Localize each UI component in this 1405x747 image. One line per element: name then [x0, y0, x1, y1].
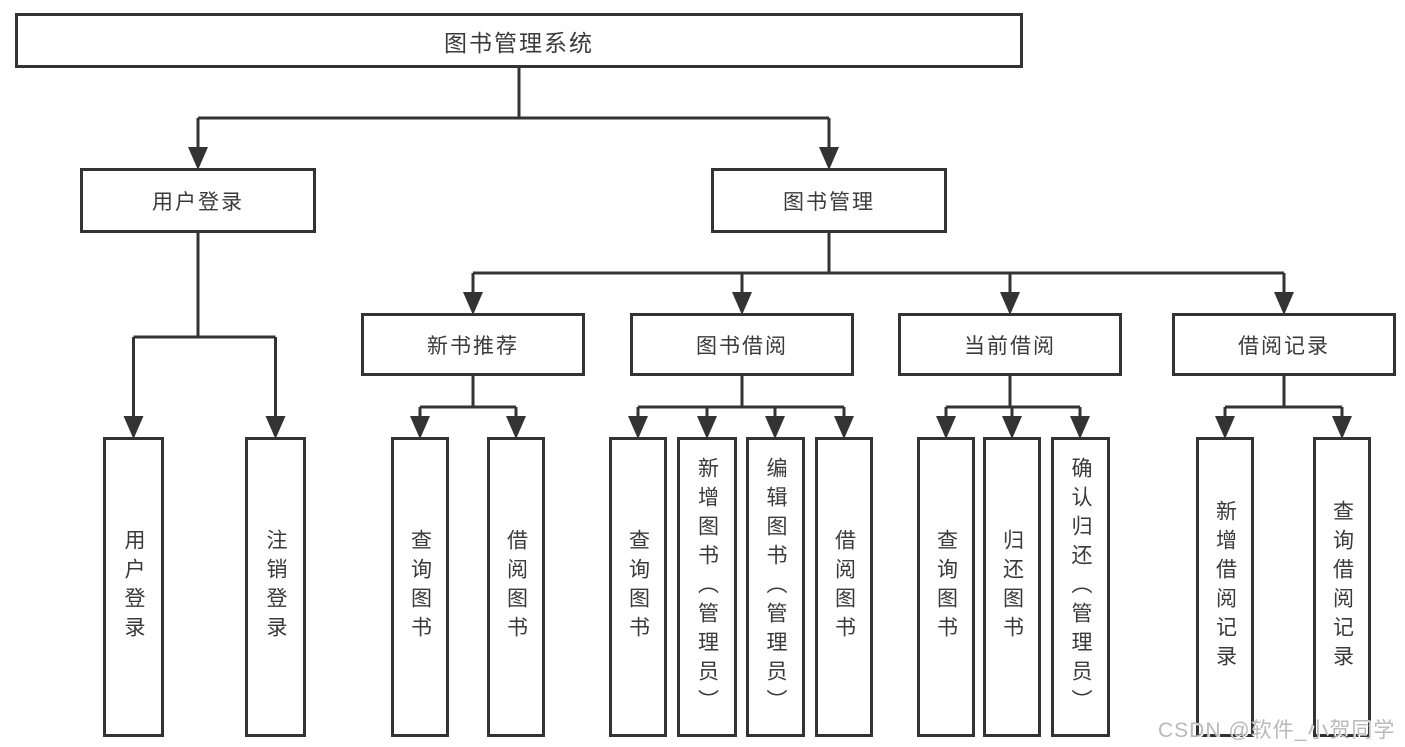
leaf-query-books-3: 查询图书	[917, 437, 975, 737]
leaf-query-borrow-record: 查询借阅记录	[1313, 437, 1371, 737]
node-book-management: 图书管理	[711, 168, 947, 233]
leaf-add-borrow-record-label: 新增借阅记录	[1213, 500, 1237, 674]
leaf-edit-books-admin-label: 编辑图书（管理员）	[764, 456, 787, 718]
leaf-logout: 注销登录	[245, 437, 306, 737]
leaf-query-books-2: 查询图书	[609, 437, 667, 737]
arrowheads	[123, 147, 1352, 439]
node-user-login: 用户登录	[80, 168, 316, 233]
leaf-borrow-books-1-label: 借阅图书	[504, 529, 528, 645]
csdn-watermark: CSDN @软件_小贺同学	[1158, 719, 1396, 742]
leaf-confirm-return-admin-label: 确认归还（管理员）	[1069, 456, 1092, 718]
node-borrowing-records: 借阅记录	[1172, 313, 1396, 376]
node-new-book-recommend: 新书推荐	[361, 313, 585, 376]
leaf-query-books-3-label: 查询图书	[934, 529, 958, 645]
leaf-query-books-1-label: 查询图书	[408, 529, 432, 645]
leaf-query-books-2-label: 查询图书	[626, 529, 650, 645]
node-book-borrowing: 图书借阅	[630, 313, 854, 376]
leaf-add-books-admin-label: 新增图书（管理员）	[695, 456, 719, 718]
leaf-query-borrow-record-label: 查询借阅记录	[1330, 500, 1354, 674]
leaf-borrow-books-1: 借阅图书	[487, 437, 545, 737]
leaf-borrow-books-2-label: 借阅图书	[832, 529, 856, 645]
leaf-return-books-label: 归还图书	[1000, 529, 1024, 645]
node-library-management-system: 图书管理系统	[15, 13, 1023, 68]
leaf-query-books-1: 查询图书	[391, 437, 449, 737]
leaf-add-borrow-record: 新增借阅记录	[1196, 437, 1254, 737]
leaf-return-books: 归还图书	[983, 437, 1041, 737]
leaf-edit-books-admin: 编辑图书（管理员）	[746, 437, 805, 737]
leaf-add-books-admin: 新增图书（管理员）	[677, 437, 737, 737]
leaf-logout-label: 注销登录	[264, 529, 287, 645]
leaf-borrow-books-2: 借阅图书	[815, 437, 873, 737]
leaf-user-login: 用户登录	[103, 437, 164, 737]
leaf-user-login-label: 用户登录	[122, 529, 145, 645]
leaf-confirm-return-admin: 确认归还（管理员）	[1051, 437, 1110, 737]
node-current-borrowing: 当前借阅	[898, 313, 1122, 376]
